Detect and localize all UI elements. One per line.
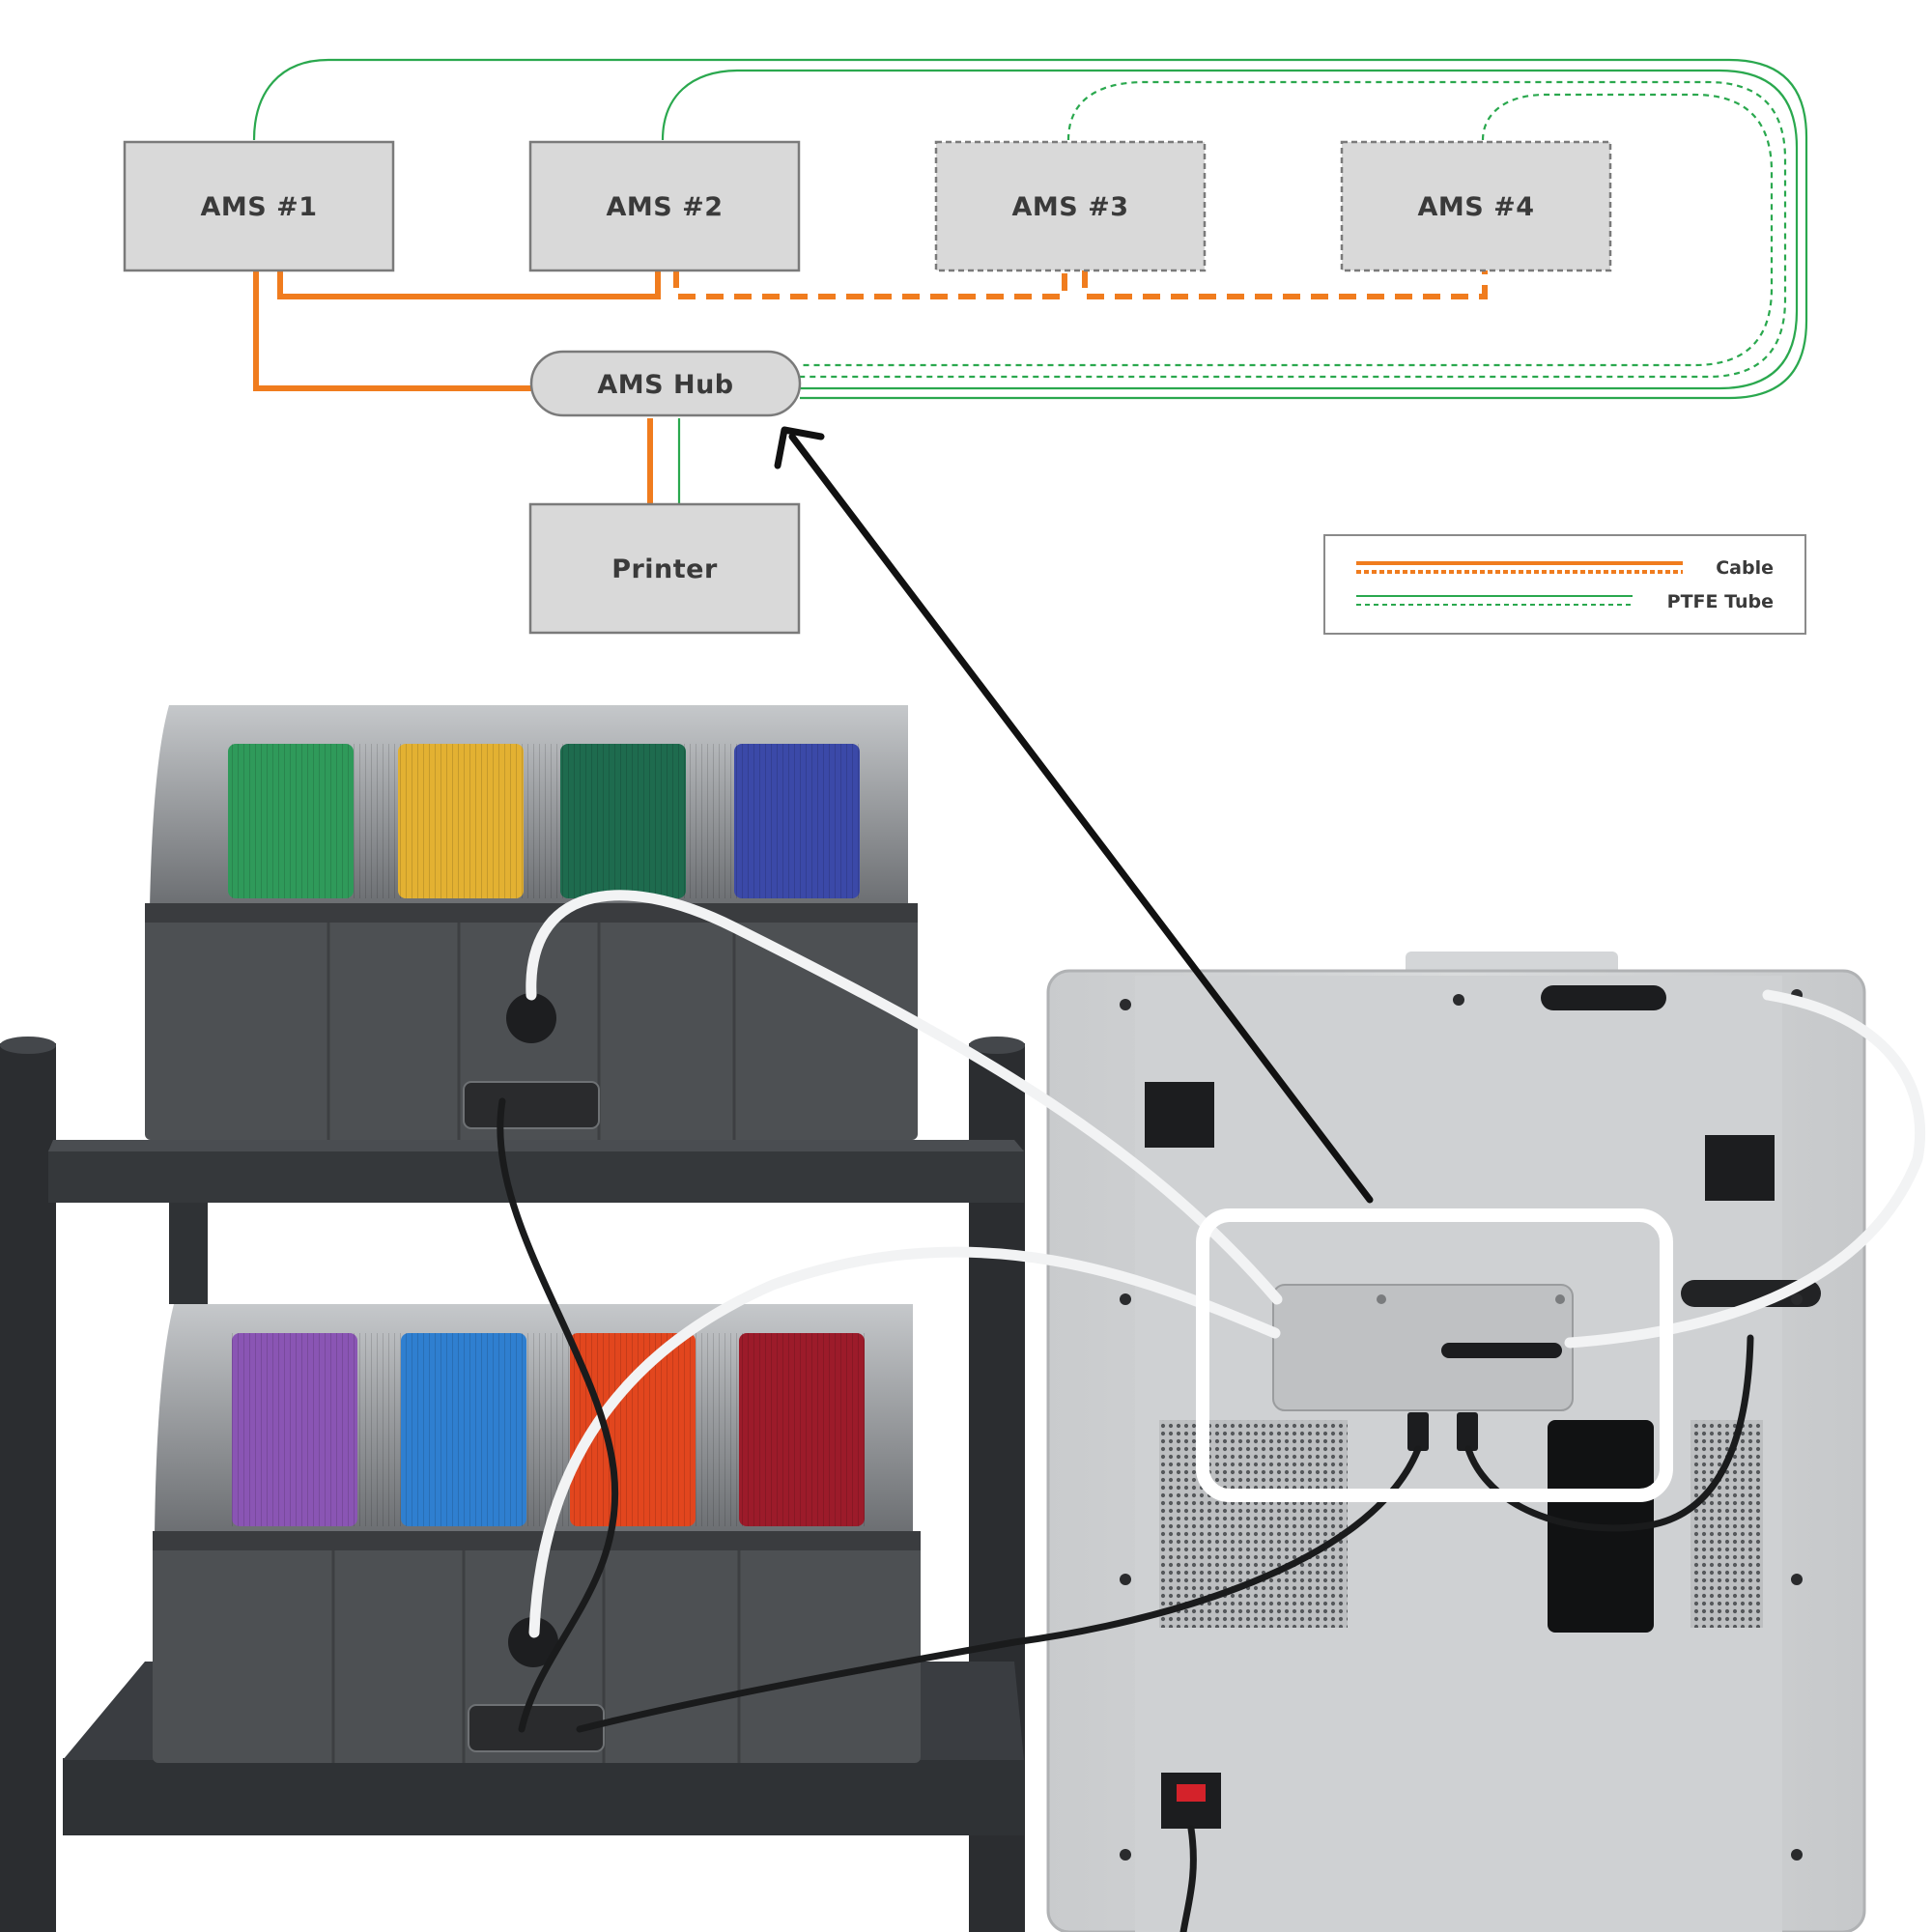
printer-label: Printer <box>611 554 718 584</box>
cable-ams2-ams3 <box>673 270 1067 299</box>
ams-photo-bottom <box>153 1304 921 1763</box>
ams-unit-4: AMS #4 <box>1340 140 1612 272</box>
cable-ams1-ams2 <box>277 270 661 299</box>
ptfe-route-ams3 <box>800 80 1787 379</box>
ams-4-label: AMS #4 <box>1417 192 1534 222</box>
ams-unit-3: AMS #3 <box>934 140 1207 272</box>
ams-photo-top <box>145 705 918 1140</box>
ams-hub-device <box>1272 1284 1574 1451</box>
callout-arrow <box>774 426 1374 1204</box>
cable-ams1-hub <box>253 270 531 391</box>
printer-node: Printer <box>528 502 801 635</box>
ams-hub-node: AMS Hub <box>529 350 802 417</box>
ptfe-route-ams1 <box>252 58 1808 400</box>
legend: Cable PTFE Tube <box>1323 534 1806 635</box>
hub-highlight-box <box>1196 1208 1673 1502</box>
legend-cable-label: Cable <box>1716 557 1774 579</box>
connection-diagram: AMS #1 AMS #2 AMS #3 AMS #4 AMS Hub Prin… <box>123 58 1808 635</box>
ams-2-label: AMS #2 <box>606 192 723 222</box>
cable-ams3-ams4 <box>1082 270 1488 299</box>
ams-1-label: AMS #1 <box>200 192 317 222</box>
ams-hub-label: AMS Hub <box>597 370 733 400</box>
setup-photo <box>0 426 1926 1932</box>
photo-ptfe-tubes <box>526 890 1926 1638</box>
ams-unit-1: AMS #1 <box>123 140 395 272</box>
legend-ptfe-swatch <box>1356 595 1633 606</box>
ptfe-route-ams2 <box>661 69 1799 390</box>
printer-photo <box>1046 952 1866 1932</box>
ptfe-tube-routes <box>252 58 1808 504</box>
legend-ptfe-label: PTFE Tube <box>1667 591 1774 612</box>
cable-routes <box>253 270 1488 504</box>
ams-unit-2: AMS #2 <box>528 140 801 272</box>
legend-cable-swatch <box>1356 561 1683 574</box>
ams-3-label: AMS #3 <box>1011 192 1128 222</box>
photo-cables <box>497 1097 1754 1932</box>
